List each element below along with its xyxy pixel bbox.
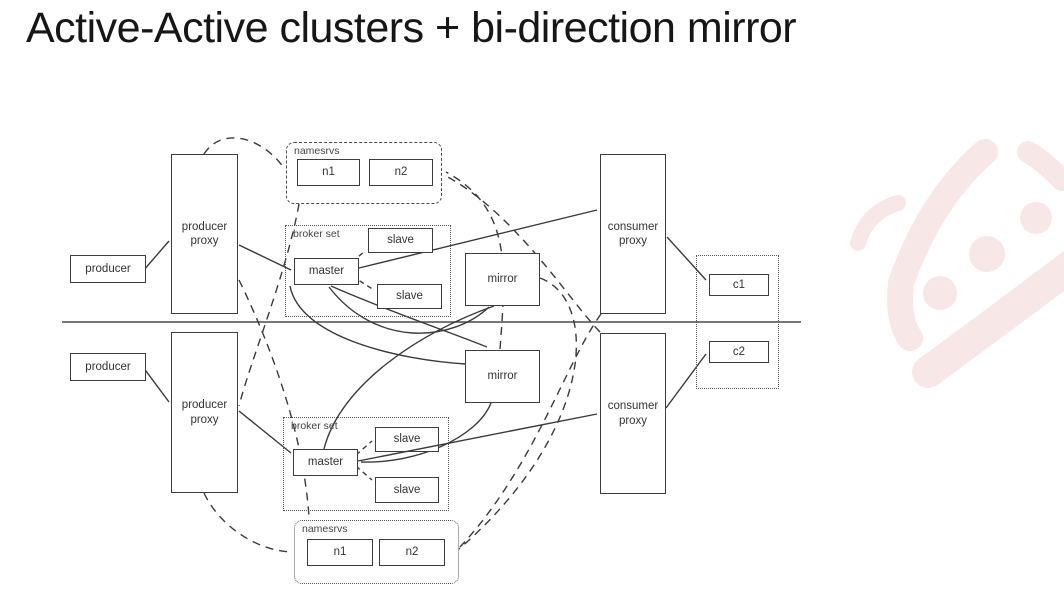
- consumer-c1-node: c1: [709, 274, 769, 296]
- consumer-c2-node: c2: [709, 341, 769, 363]
- arrow-producer-to-proxy-top: [142, 240, 170, 272]
- watermark-lower-band: [912, 250, 1064, 388]
- producer-proxy-node-bottom: producer proxy: [171, 332, 238, 493]
- page-title: Active-Active clusters + bi-direction mi…: [26, 4, 797, 52]
- namesrv-n2-node-top: n2: [369, 159, 433, 186]
- mirror-node-bottom: mirror: [465, 350, 540, 403]
- master-node-top: master: [294, 258, 359, 285]
- watermark-long-swoosh: [887, 139, 998, 351]
- watermark-dot-3: [1020, 202, 1052, 234]
- watermark-dot-2: [969, 236, 1005, 272]
- arrow-producer-to-proxy-bottom: [142, 366, 170, 403]
- watermark-dot-1: [923, 276, 957, 310]
- namesrv-n1-node-bottom: n1: [307, 539, 373, 566]
- mirror-node-top: mirror: [465, 253, 540, 306]
- dashed-proxy-bottom-to-namesrvs-bottom: [203, 492, 293, 553]
- dashed-mirror-top-to-namesrvs-bottom: [458, 277, 577, 550]
- watermark-logo: [836, 139, 1064, 420]
- namesrv-n1-node-top: n1: [297, 159, 360, 186]
- dashed-consumer-proxy-top-to-namesrvs-bottom: [459, 313, 602, 548]
- watermark-corner-stroke: [1017, 141, 1064, 191]
- slave-a-node-bottom: slave: [375, 427, 439, 452]
- master-node-bottom: master: [293, 449, 358, 476]
- watermark-petal: [963, 356, 1024, 420]
- consumer-proxy-node-top: consumer proxy: [600, 154, 666, 314]
- namesrvs-group-bottom-label: namesrvs: [302, 523, 348, 535]
- producer-node-bottom: producer: [70, 353, 146, 381]
- arrow-proxy-to-master-top: [238, 244, 292, 271]
- namesrvs-group-top-label: namesrvs: [294, 145, 340, 157]
- broker-set-group-bottom-label: broker set: [291, 420, 338, 432]
- namesrvs-group-bottom: namesrvs: [294, 520, 459, 584]
- namesrvs-group-top: namesrvs: [286, 142, 442, 204]
- slave-b-node-top: slave: [377, 284, 442, 309]
- producer-proxy-node-top: producer proxy: [171, 154, 238, 314]
- namesrv-n2-node-bottom: n2: [379, 539, 445, 566]
- slave-b-node-bottom: slave: [375, 477, 439, 503]
- watermark-leaf-stroke: [850, 195, 906, 251]
- watermark-lavender-blob: [836, 321, 898, 400]
- slave-a-node-top: slave: [368, 228, 433, 253]
- broker-set-group-top-label: broker set: [293, 228, 340, 240]
- producer-node-top: producer: [70, 255, 146, 283]
- consumer-proxy-node-bottom: consumer proxy: [600, 333, 666, 494]
